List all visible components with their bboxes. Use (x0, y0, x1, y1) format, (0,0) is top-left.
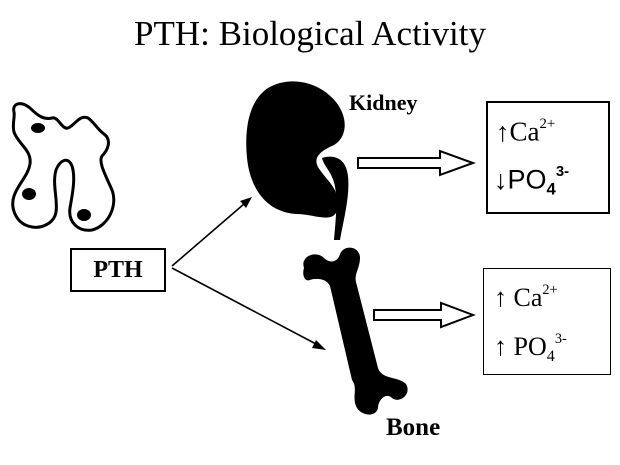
phosphate-symbol: PO (507, 164, 547, 195)
phosphate-subscript: 4 (546, 347, 555, 365)
calcium-charge: 2+ (542, 282, 558, 298)
gland-cell-dot (77, 209, 91, 221)
kidney-phosphate-effect: ↓PO43- (494, 165, 569, 198)
pth-to-kidney-arrow (171, 197, 252, 267)
phosphate-symbol: PO (507, 332, 547, 362)
phosphate-charge: 3- (555, 164, 570, 180)
kidney-calcium-effect: ↑Ca2+ (496, 117, 555, 146)
pth-label: PTH (93, 256, 143, 283)
kidney-label: Kidney (349, 90, 418, 115)
bone-effects-box: ↑ Ca2+ ↑ PO43- (483, 268, 611, 375)
up-arrow-icon: ↑ (494, 283, 507, 313)
bone-icon (303, 247, 408, 415)
pth-box: PTH (70, 248, 166, 292)
calcium-symbol: Ca (509, 116, 540, 147)
kidney-effects-box: ↑Ca2+ ↓PO43- (486, 101, 610, 214)
phosphate-charge: 3- (554, 331, 567, 347)
bone-calcium-effect: ↑ Ca2+ (494, 283, 558, 311)
kidney-icon (246, 81, 349, 240)
pth-to-bone-arrow (171, 267, 326, 350)
bone-effect-arrow (373, 301, 476, 329)
parathyroid-gland-icon (11, 102, 116, 232)
diagram-title: PTH: Biological Activity (134, 14, 486, 53)
calcium-symbol: Ca (507, 283, 543, 313)
phosphate-subscript: 4 (546, 179, 556, 199)
calcium-charge: 2+ (539, 116, 556, 132)
bone-label: Bone (386, 414, 441, 441)
gland-cell-dot (22, 188, 36, 200)
gland-cell-dot (31, 123, 45, 133)
down-arrow-icon: ↓ (494, 164, 508, 195)
bone-phosphate-effect: ↑ PO43- (494, 332, 567, 365)
up-arrow-icon: ↑ (494, 332, 507, 362)
kidney-effect-arrow (357, 149, 476, 177)
up-arrow-icon: ↑ (496, 116, 510, 147)
